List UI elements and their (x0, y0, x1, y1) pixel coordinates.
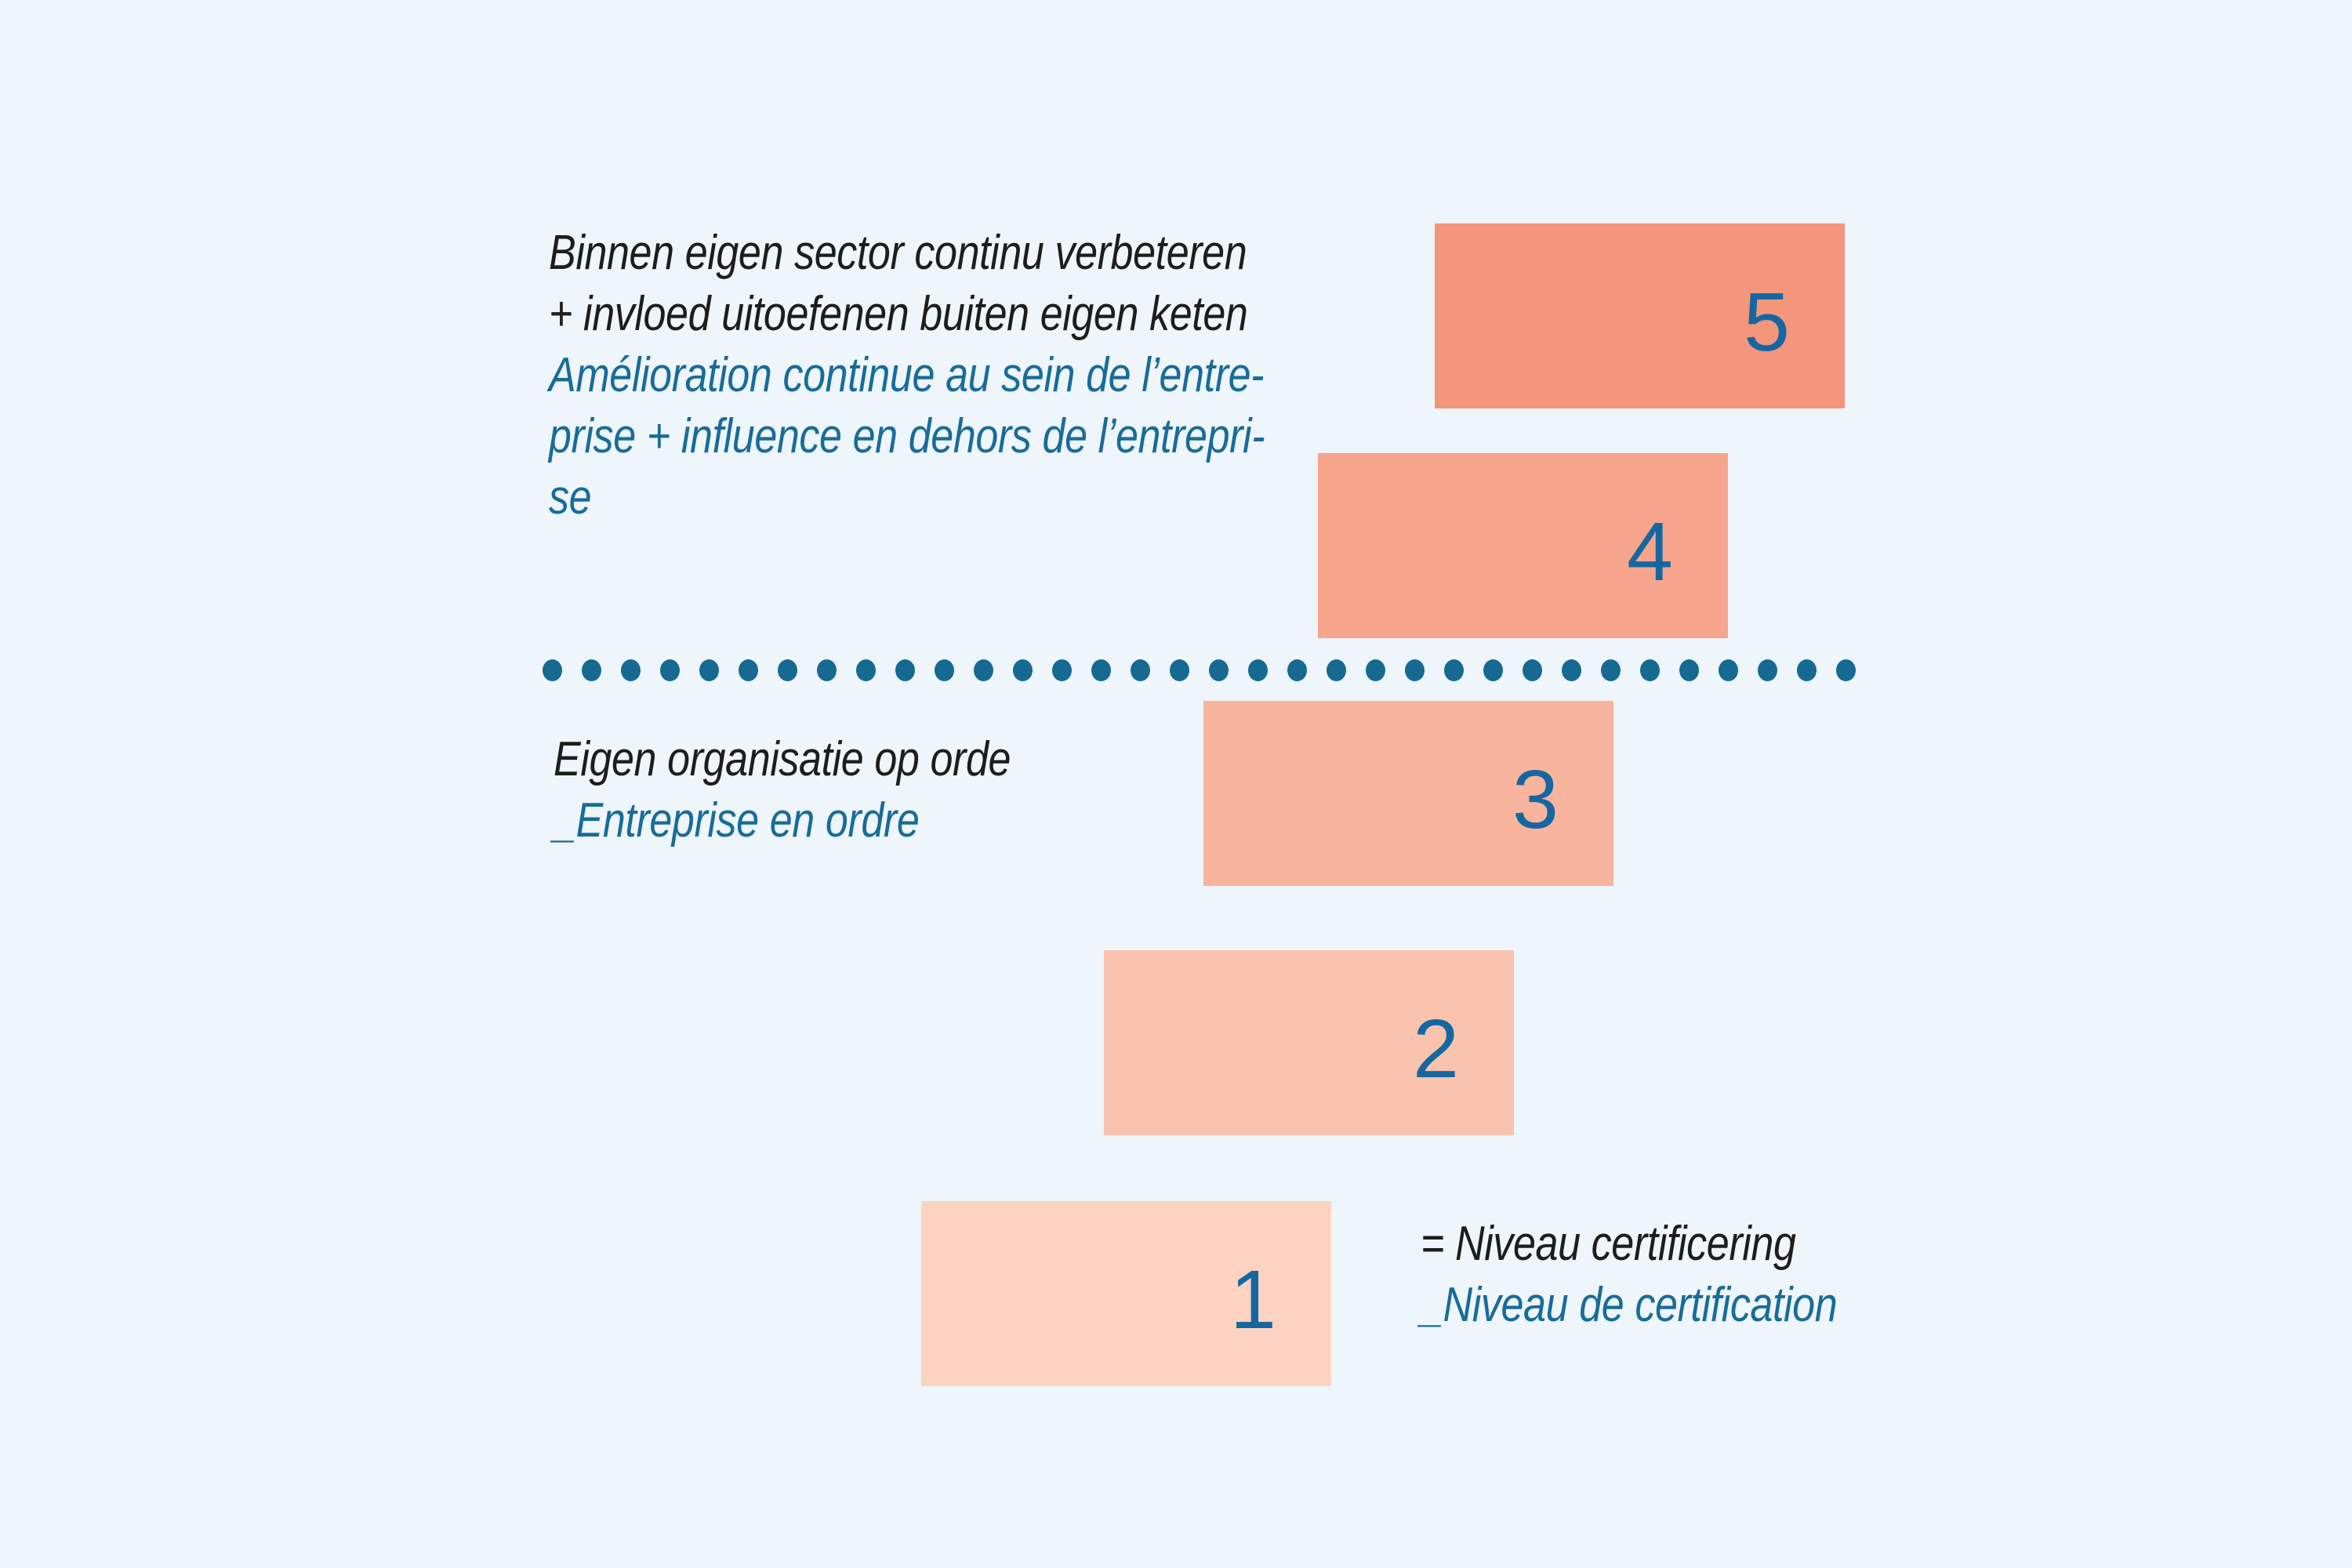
divider-dot (1405, 659, 1425, 681)
label-upper-nl-line1: Binnen eigen sector continu verbeteren (549, 226, 1247, 280)
divider-dot (543, 659, 562, 681)
divider-dot (1287, 659, 1307, 681)
divider-dot (1366, 659, 1385, 681)
divider-dot (699, 659, 719, 681)
step-number-5: 5 (1744, 276, 1790, 368)
step-number-2: 2 (1413, 1003, 1459, 1095)
divider-dot (1679, 659, 1699, 681)
divider-dot (1797, 659, 1817, 681)
label-upper-fr-line2: prise + influence en dehors de l’entrepr… (549, 409, 1265, 463)
divider-dot (1248, 659, 1268, 681)
divider-dot (1444, 659, 1464, 681)
divider-dot (778, 659, 797, 681)
divider-dot (1523, 659, 1542, 681)
legend-certification-level: = Niveau certificering _Niveau de certif… (1421, 1214, 1838, 1336)
label-lower-fr-line1: _Entreprise en ordre (554, 793, 920, 848)
step-number-1: 1 (1230, 1254, 1276, 1346)
divider-dot (935, 659, 954, 681)
divider-dot (660, 659, 680, 681)
dotted-divider-line (543, 659, 1856, 681)
label-lower-nl-line1: Eigen organisatie op orde (554, 732, 1011, 786)
ladder-step-4: 4 (1318, 453, 1728, 638)
step-number-4: 4 (1627, 506, 1673, 598)
divider-dot (1719, 659, 1738, 681)
divider-dot (1601, 659, 1621, 681)
label-upper-fr-line3: se (549, 470, 592, 524)
ladder-step-2: 2 (1104, 950, 1514, 1135)
divider-dot (895, 659, 915, 681)
ladder-step-3: 3 (1203, 701, 1613, 886)
divider-dot (1052, 659, 1072, 681)
divider-dot (1758, 659, 1777, 681)
divider-dot (1640, 659, 1660, 681)
divider-dot (1209, 659, 1229, 681)
divider-dot (1091, 659, 1111, 681)
ladder-step-5: 5 (1435, 223, 1845, 408)
divider-dot (582, 659, 601, 681)
label-upper-levels: Binnen eigen sector continu verbeteren +… (549, 223, 1265, 528)
divider-dot (974, 659, 993, 681)
divider-dot (1483, 659, 1503, 681)
ladder-step-1: 1 (921, 1201, 1331, 1386)
divider-dot (1170, 659, 1189, 681)
label-upper-fr-line1: Amélioration continue au sein de l’entre… (549, 348, 1265, 402)
divider-dot (1131, 659, 1150, 681)
label-lower-levels: Eigen organisatie op orde _Entreprise en… (554, 729, 1011, 851)
divider-dot (739, 659, 758, 681)
step-number-3: 3 (1512, 753, 1559, 846)
label-upper-nl-line2: + invloed uitoefenen buiten eigen keten (549, 287, 1248, 341)
legend-fr-line1: _Niveau de certification (1421, 1278, 1838, 1332)
divider-dot (817, 659, 837, 681)
divider-dot (1327, 659, 1346, 681)
divider-dot (1836, 659, 1856, 681)
divider-dot (1013, 659, 1033, 681)
legend-nl-line1: = Niveau certificering (1421, 1217, 1796, 1271)
divider-dot (1562, 659, 1581, 681)
divider-dot (856, 659, 876, 681)
divider-dot (621, 659, 641, 681)
